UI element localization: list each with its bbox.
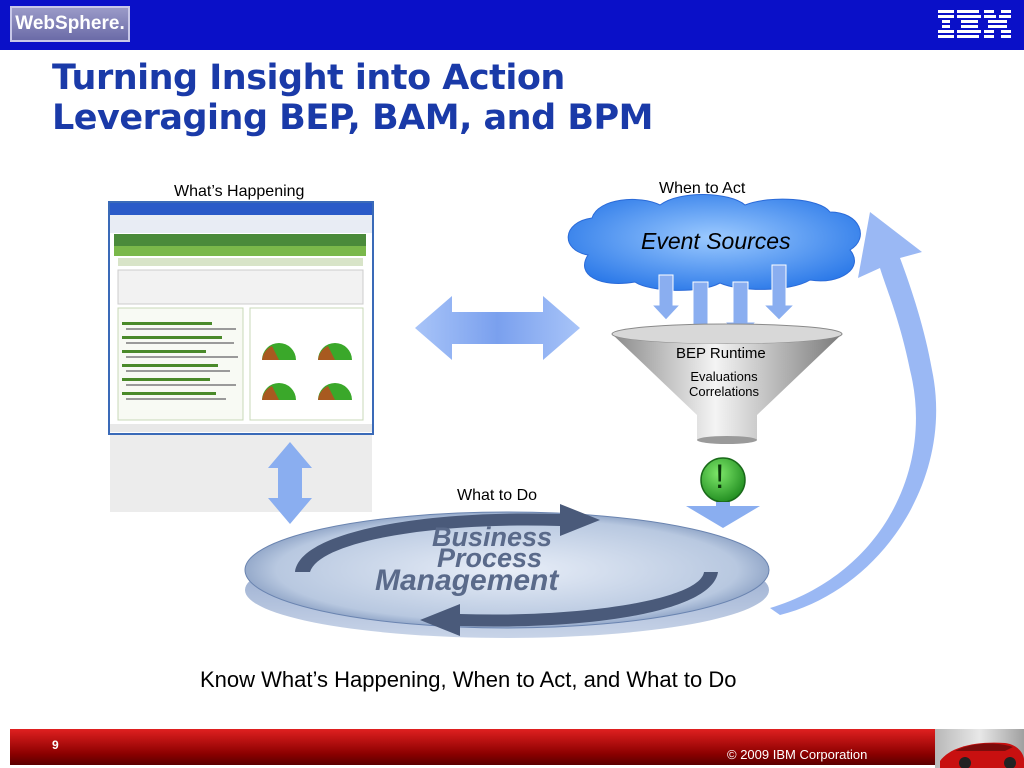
curved-return-arrow (770, 212, 937, 615)
page-title-line2: Leveraging BEP, BAM, and BPM (52, 98, 653, 138)
correlations-label: Correlations (688, 384, 760, 399)
tagline: Know What’s Happening, When to Act, and … (200, 667, 737, 692)
page-title-line1: Turning Insight into Action (52, 58, 565, 98)
arrow-to-bpm (686, 502, 760, 528)
header-bar (0, 0, 1024, 50)
footer-car-image (935, 729, 1024, 768)
footer-bar (10, 729, 935, 765)
whats-happening-label: What’s Happening (174, 183, 305, 200)
bep-runtime-label: BEP Runtime (676, 345, 766, 362)
alert-mark: ! (715, 458, 725, 496)
what-to-do-label: What to Do (457, 487, 538, 504)
page-number: 9 (52, 738, 59, 752)
copyright-notice: © 2009 IBM Corporation (727, 747, 868, 762)
event-sources-cloud (567, 194, 861, 291)
ibm-logo (938, 10, 1011, 38)
websphere-logo: WebSphere. (10, 6, 130, 42)
when-to-act-label: When to Act (659, 180, 746, 197)
double-arrow-horizontal (415, 296, 580, 360)
event-sources-label: Event Sources (641, 228, 791, 254)
bpm-label-management: Management (375, 564, 559, 597)
dashboard-screenshot (108, 201, 374, 512)
bep-runtime-funnel (611, 323, 843, 444)
bpm-label-process: Process (437, 543, 543, 573)
evaluations-label: Evaluations (690, 369, 758, 384)
bpm-label-business: Business (432, 522, 553, 552)
bpm-disk (244, 504, 770, 638)
double-arrow-vertical (268, 442, 312, 524)
